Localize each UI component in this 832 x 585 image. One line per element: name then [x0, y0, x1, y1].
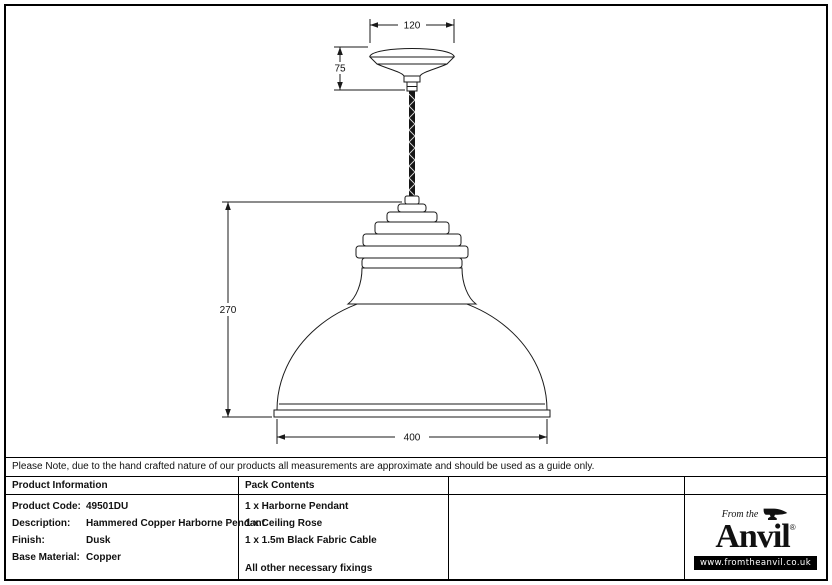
lamp-holder — [346, 195, 478, 305]
base-material-row: Base Material: Copper — [12, 550, 232, 567]
dimension-label-rose-height: 75 — [334, 64, 346, 75]
finish-label: Finish: — [12, 535, 45, 546]
fabric-cable — [408, 91, 416, 197]
brand-row: Anvil ® — [715, 517, 796, 555]
dimension-label-pendant-height: 270 — [220, 305, 237, 316]
base-material-value: Copper — [86, 552, 121, 563]
website-url: www.fromtheanvil.co.uk — [693, 555, 818, 570]
table-body-row: Product Code: 49501DU Description: Hamme… — [6, 495, 826, 579]
empty-column — [449, 495, 685, 579]
product-code-label: Product Code: — [12, 501, 81, 512]
info-table: Product Information Pack Contents Produc… — [6, 476, 826, 579]
description-value: Hammered Copper Harborne Pendant — [86, 518, 265, 529]
pack-item-pendant: 1 x Harborne Pendant — [245, 501, 349, 512]
product-information-header: Product Information — [6, 477, 239, 494]
datasheet-frame: 120 75 270 400 Please Note, due to the h… — [4, 4, 828, 581]
logo-header-cell — [685, 477, 826, 494]
pendant-technical-drawing: 120 75 270 400 — [213, 19, 551, 444]
from-the-text: From the — [721, 508, 759, 520]
dimension-rose-width — [369, 19, 455, 43]
note-bar: Please Note, due to the hand crafted nat… — [6, 457, 826, 476]
base-material-label: Base Material: — [12, 552, 80, 563]
dimension-shade-width — [276, 419, 548, 444]
product-code-value: 49501DU — [86, 501, 129, 512]
pack-item-cable: 1 x 1.5m Black Fabric Cable — [245, 535, 377, 546]
empty-header-cell — [449, 477, 685, 494]
table-header-row: Product Information Pack Contents — [6, 477, 826, 495]
finish-value: Dusk — [86, 535, 111, 546]
brand-logo: From the Anvil ® www.fromtheanvil.co.uk — [685, 495, 826, 579]
description-row: Description: Hammered Copper Harborne Pe… — [12, 516, 265, 533]
dimension-pendant-height — [213, 201, 402, 418]
description-label: Description: — [12, 518, 71, 529]
registered-mark: ® — [789, 522, 796, 532]
anvil-icon — [763, 508, 788, 520]
product-code-row: Product Code: 49501DU — [12, 499, 232, 516]
pack-footer-fixings: All other necessary fixings — [245, 563, 373, 574]
logo-top-row: From the — [722, 505, 790, 521]
dimension-label-shade-width: 400 — [404, 433, 421, 444]
finish-row: Finish: Dusk — [12, 533, 232, 550]
pack-contents-column: 1 x Harborne Pendant 1 x Ceiling Rose 1 … — [239, 495, 449, 579]
pack-contents-header: Pack Contents — [239, 477, 449, 494]
ceiling-rose — [368, 48, 456, 92]
pack-item-ceiling-rose: 1 x Ceiling Rose — [245, 518, 323, 529]
dimension-rose-height — [331, 46, 405, 91]
dome-shade — [273, 293, 551, 418]
technical-drawing-area: 120 75 270 400 — [6, 6, 826, 457]
note-text: Please Note, due to the hand crafted nat… — [12, 461, 595, 472]
product-information-column: Product Code: 49501DU Description: Hamme… — [6, 495, 265, 579]
brand-name: Anvil — [715, 517, 790, 555]
dimension-label-rose-width: 120 — [404, 21, 421, 32]
